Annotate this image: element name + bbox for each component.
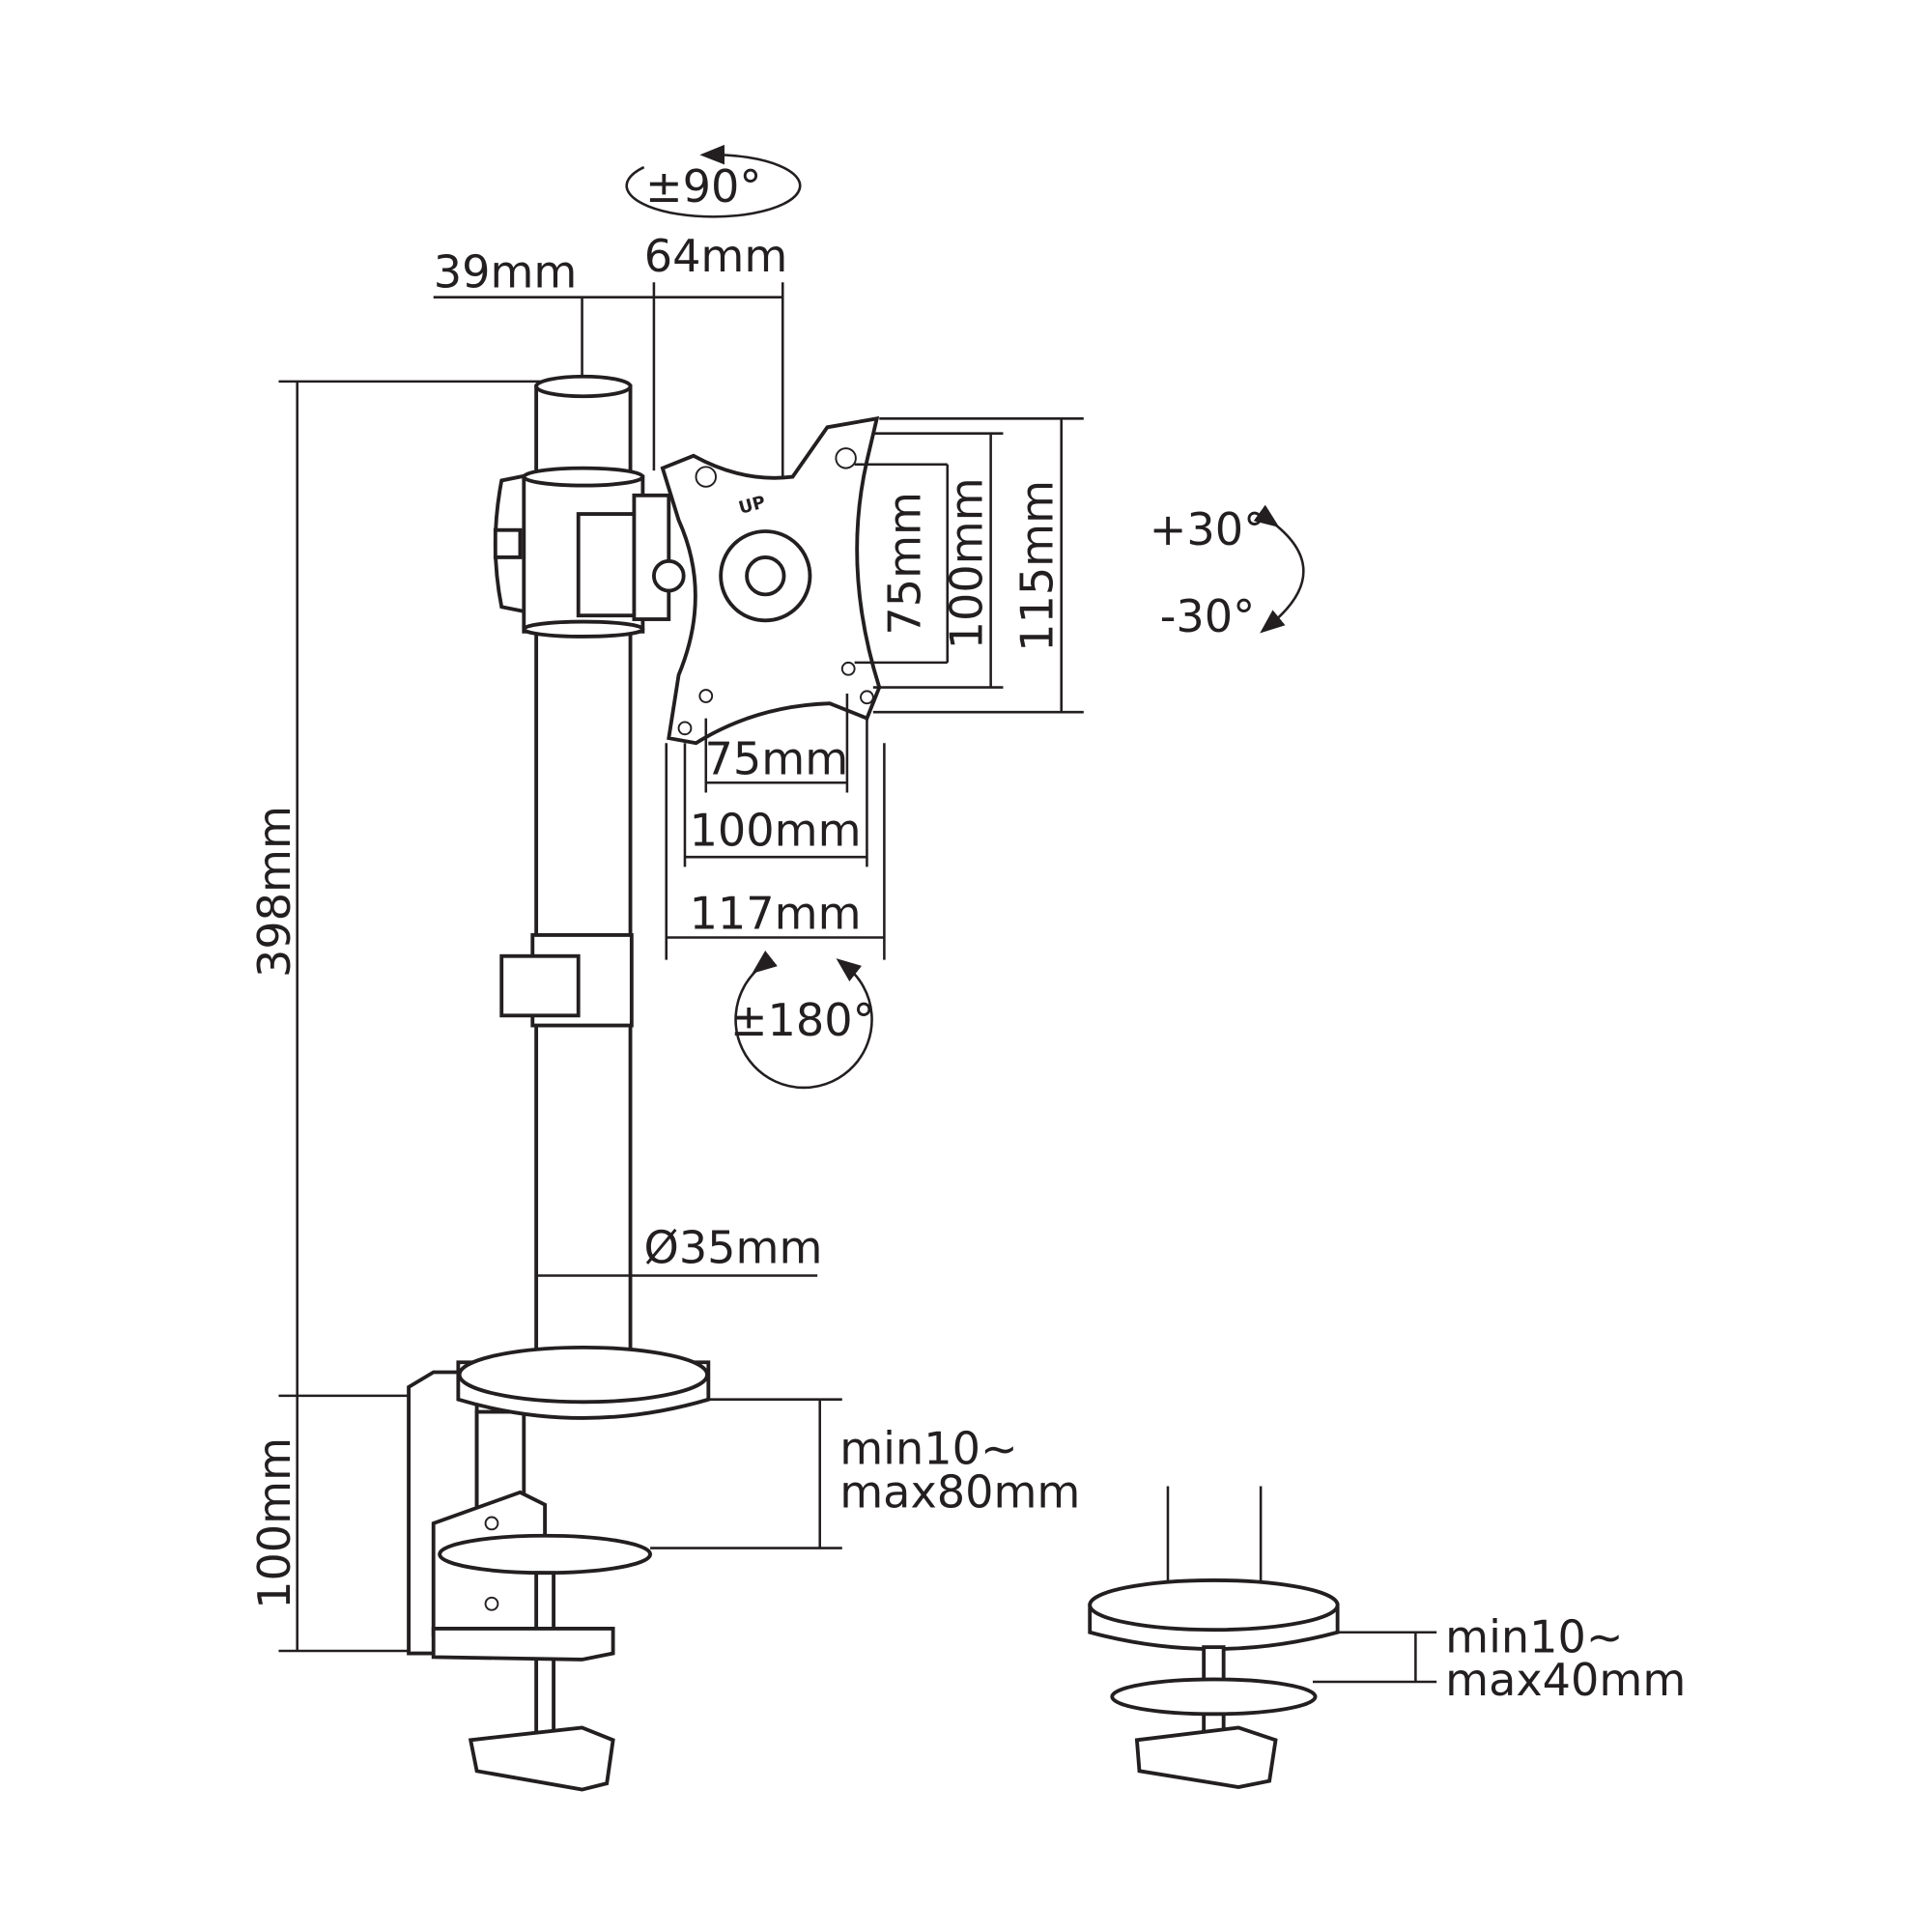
pole-diameter-dimension: Ø35mm [536, 1222, 823, 1277]
pole-diameter-label: Ø35mm [644, 1222, 823, 1274]
rotation-indicator: ±180° [730, 951, 875, 1090]
clamp-range-dimension: min10~ max80mm [650, 1398, 1080, 1549]
vesa-v-large-label: 100mm [941, 477, 993, 649]
tilt-indicator: +30° -30° [1150, 503, 1305, 642]
cable-clip [499, 933, 634, 1028]
grommet-mount [1088, 1486, 1340, 1789]
arm-offset-label: 39mm [434, 245, 578, 298]
desk-clamp [407, 1345, 711, 1792]
head-joint [493, 466, 686, 639]
vesa-plate: UP [660, 415, 882, 746]
tilt-down-label: -30° [1160, 590, 1255, 642]
clamp-min-label: min10~ [839, 1422, 1017, 1474]
plate-height-label: 115mm [1011, 480, 1064, 652]
grommet-min-label: min10~ [1445, 1610, 1623, 1662]
tilt-up-label: +30° [1150, 503, 1265, 555]
grommet-max-label: max40mm [1445, 1654, 1686, 1706]
clamp-max-label: max80mm [839, 1465, 1080, 1518]
clamp-height-label: 100mm [248, 1437, 300, 1609]
plate-width-label: 117mm [690, 888, 862, 940]
plate-horizontal-dimensions: 75mm 100mm 117mm [665, 693, 886, 960]
grommet-range-dimension: min10~ max40mm [1312, 1610, 1686, 1706]
plate-vertical-dimensions: 75mm 100mm 115mm [854, 417, 1084, 714]
arm-depth-label: 64mm [644, 230, 788, 282]
vesa-h-small-label: 75mm [705, 732, 849, 784]
swivel-indicator: ±90° [625, 144, 802, 218]
rotate-label: ±180° [730, 994, 875, 1046]
vesa-v-small-label: 75mm [879, 492, 931, 636]
pole-height-label: 398mm [248, 806, 300, 978]
swivel-label: ±90° [645, 160, 761, 213]
top-dimensions: 39mm 64mm [433, 230, 788, 477]
vesa-h-large-label: 100mm [690, 805, 862, 857]
